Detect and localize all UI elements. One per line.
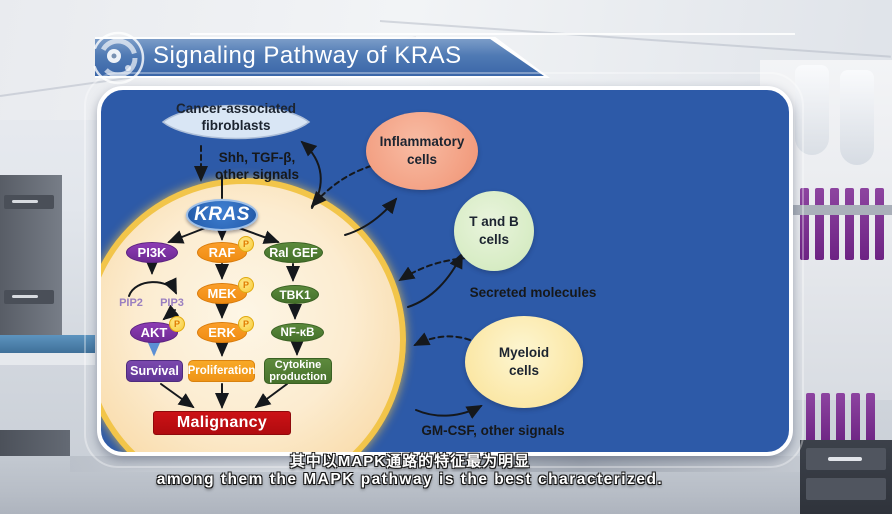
cell-fibroblasts-label: Cancer-associated fibroblasts	[175, 101, 297, 133]
test-tube	[800, 188, 809, 260]
node-raf: RAF P	[197, 236, 254, 263]
tumor-cell	[101, 178, 406, 452]
phospho-badge: P	[238, 316, 254, 332]
cell-t-and-b-label: T and B cells	[469, 214, 519, 247]
glassware-icon	[795, 65, 829, 155]
test-tube	[845, 188, 854, 260]
node-nfkb: NF-κB	[271, 323, 324, 342]
test-tube	[851, 393, 860, 445]
node-akt: AKT P	[130, 316, 185, 343]
cell-myeloid-label: Myeloid cells	[498, 345, 550, 378]
phospho-badge: P	[238, 277, 254, 293]
panel-glass-outline	[84, 72, 804, 468]
subtitle-chinese: 其中以MAPK通路的特征最为明显	[289, 453, 531, 470]
node-ralgef: Ral GEF	[264, 242, 323, 263]
cell-fibroblasts: Cancer-associated fibroblasts	[161, 98, 311, 146]
node-tbk1: TBK1	[271, 285, 319, 304]
node-pi3k: PI3K	[126, 242, 178, 263]
test-tube	[866, 393, 875, 445]
glassware-icon	[840, 70, 874, 165]
cell-myeloid: Myeloid cells	[465, 316, 583, 408]
cell-t-and-b: T and B cells	[454, 191, 534, 271]
drawer	[806, 478, 886, 500]
signal-shh-label: Shh, TGF-β, other signals	[214, 150, 300, 182]
test-tube-rack	[800, 160, 892, 260]
kras-diagram-panel: Cancer-associated fibroblasts Shh, TGF-β…	[97, 86, 793, 456]
drawer-handle	[12, 295, 38, 298]
aperture-icon	[91, 31, 145, 85]
test-tube	[875, 188, 884, 260]
page-title: Signaling Pathway of KRAS	[153, 42, 462, 69]
cell-inflammatory-label: Inflammatory cells	[379, 134, 465, 167]
lab-counter-edge	[0, 353, 95, 365]
test-tube	[836, 393, 845, 445]
node-mek: MEK P	[197, 277, 254, 304]
test-tube-rack	[806, 385, 892, 445]
drawer-handle	[12, 200, 38, 203]
cell-inflammatory: Inflammatory cells	[366, 112, 478, 190]
subtitle-english: among them the MAPK pathway is the best …	[156, 471, 664, 488]
test-tube	[815, 188, 824, 260]
pathway-arrows	[128, 140, 483, 419]
node-cytokine-production: Cytokine production	[264, 358, 332, 384]
title-banner: Signaling Pathway of KRAS	[95, 37, 550, 78]
node-erk: ERK P	[197, 316, 254, 343]
signal-gmcsf-label: GM-CSF, other signals	[421, 423, 565, 438]
node-proliferation: Proliferation	[188, 360, 255, 382]
phospho-badge: P	[169, 316, 185, 332]
lab-counter	[0, 335, 95, 353]
signal-secreted-label: Secreted molecules	[469, 285, 597, 300]
label-pip3: PIP3	[160, 297, 184, 309]
test-tube	[821, 393, 830, 445]
node-malignancy: Malignancy	[153, 411, 291, 435]
floor-reflection	[70, 456, 800, 472]
phospho-badge: P	[238, 236, 254, 252]
node-survival: Survival	[126, 360, 183, 382]
test-tube	[806, 393, 815, 445]
shelf	[790, 205, 892, 215]
title-banner-fill	[95, 39, 544, 76]
decorative-line	[190, 33, 795, 35]
lens-shape	[161, 104, 311, 140]
node-kras: KRAS	[186, 199, 258, 231]
drawer-handle	[828, 457, 862, 461]
test-tube	[860, 188, 869, 260]
test-tube	[830, 188, 839, 260]
label-pip2: PIP2	[119, 297, 143, 309]
